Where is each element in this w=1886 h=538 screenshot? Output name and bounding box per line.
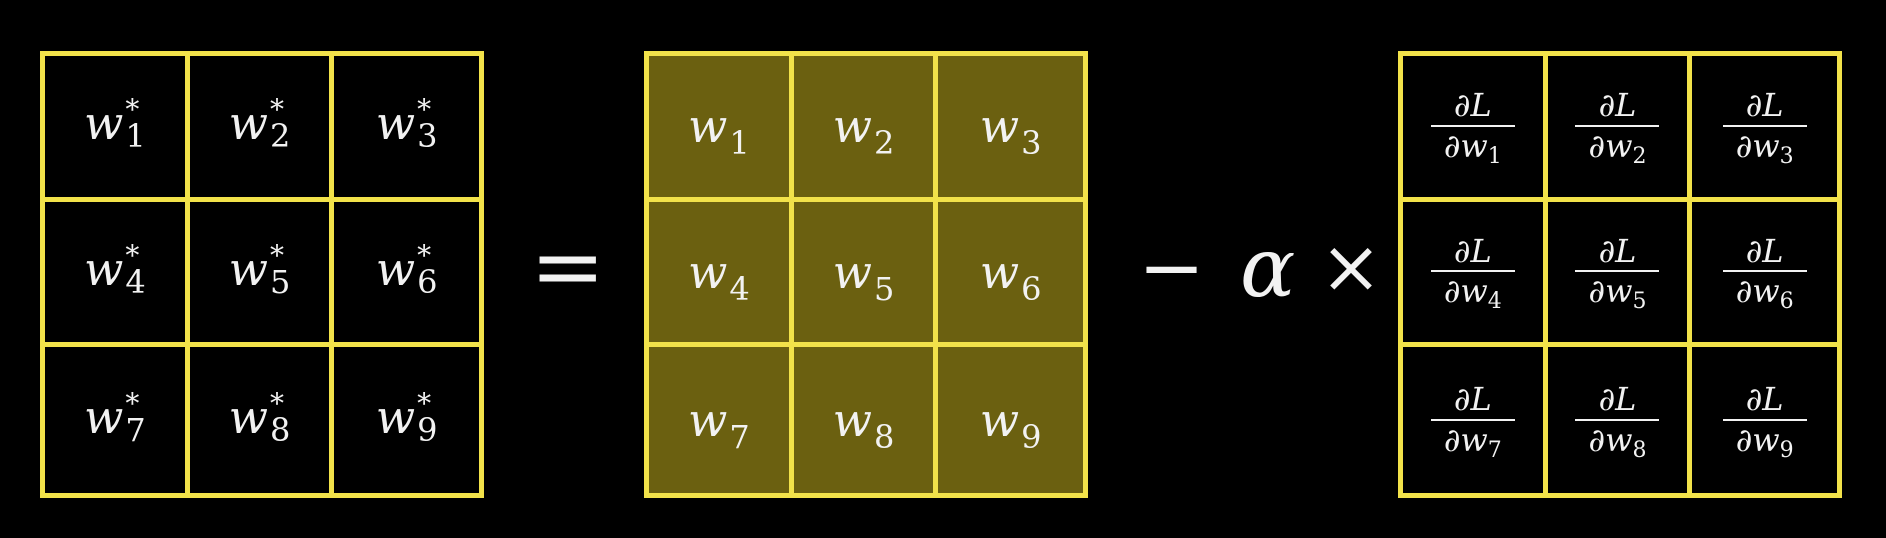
gradient-cell: ∂L∂w9 bbox=[1692, 347, 1837, 493]
updated-weight-cell: w*5 bbox=[189, 201, 335, 348]
weight-cell: w1 bbox=[649, 56, 794, 202]
gradient-matrix: ∂L∂w1 ∂L∂w2 ∂L∂w3 ∂L∂w4 ∂L∂w5 ∂L∂w6 ∂L∂w… bbox=[1398, 51, 1842, 498]
gradient-cell: ∂L∂w7 bbox=[1403, 347, 1548, 493]
updated-weight-cell: w*9 bbox=[375, 387, 438, 450]
gradient-cell: ∂L∂w3 bbox=[1692, 56, 1837, 202]
weight-cell: w8 bbox=[794, 347, 939, 493]
weight-cell: w2 bbox=[793, 56, 939, 202]
weight-cell: w4 bbox=[649, 201, 794, 348]
learning-rate-alpha: α bbox=[1240, 221, 1296, 316]
minus-sign: − bbox=[1138, 221, 1206, 314]
updated-weight-cell: w*8 bbox=[190, 347, 335, 493]
weight-cell: w5 bbox=[793, 201, 939, 348]
updated-weight-cell: w*1 bbox=[45, 56, 190, 202]
updated-weight-cell: w*2 bbox=[189, 56, 335, 202]
weight-cell: w9 bbox=[979, 393, 1042, 457]
weight-cell: w7 bbox=[649, 347, 794, 493]
updated-weight-cell: w*6 bbox=[334, 202, 479, 348]
times-sign: × bbox=[1320, 224, 1383, 310]
weight-cell: w3 bbox=[938, 56, 1083, 202]
gradient-cell: ∂L∂w8 bbox=[1548, 347, 1693, 493]
gradient-cell: ∂L∂w6 bbox=[1692, 202, 1837, 348]
updated-weight-cell: w*4 bbox=[45, 201, 190, 348]
gradient-cell: ∂L∂w1 bbox=[1403, 56, 1548, 202]
gradient-cell: ∂L∂w5 bbox=[1547, 201, 1693, 348]
weight-cell: w6 bbox=[938, 202, 1083, 348]
equals-sign: = bbox=[530, 214, 606, 319]
updated-weight-cell: w*7 bbox=[45, 347, 190, 493]
current-weights-matrix: w1 w2 w3 w4 w5 w6 w7 w8 w9 bbox=[644, 51, 1088, 498]
updated-weight-cell: w*3 bbox=[334, 56, 479, 202]
gradient-cell: ∂L∂w4 bbox=[1403, 201, 1548, 348]
updated-weights-matrix: w*1 w*2 w*3 w*4 w*5 w*6 w*7 w*8 w*9 bbox=[40, 51, 484, 498]
gradient-cell: ∂L∂w2 bbox=[1547, 56, 1693, 202]
